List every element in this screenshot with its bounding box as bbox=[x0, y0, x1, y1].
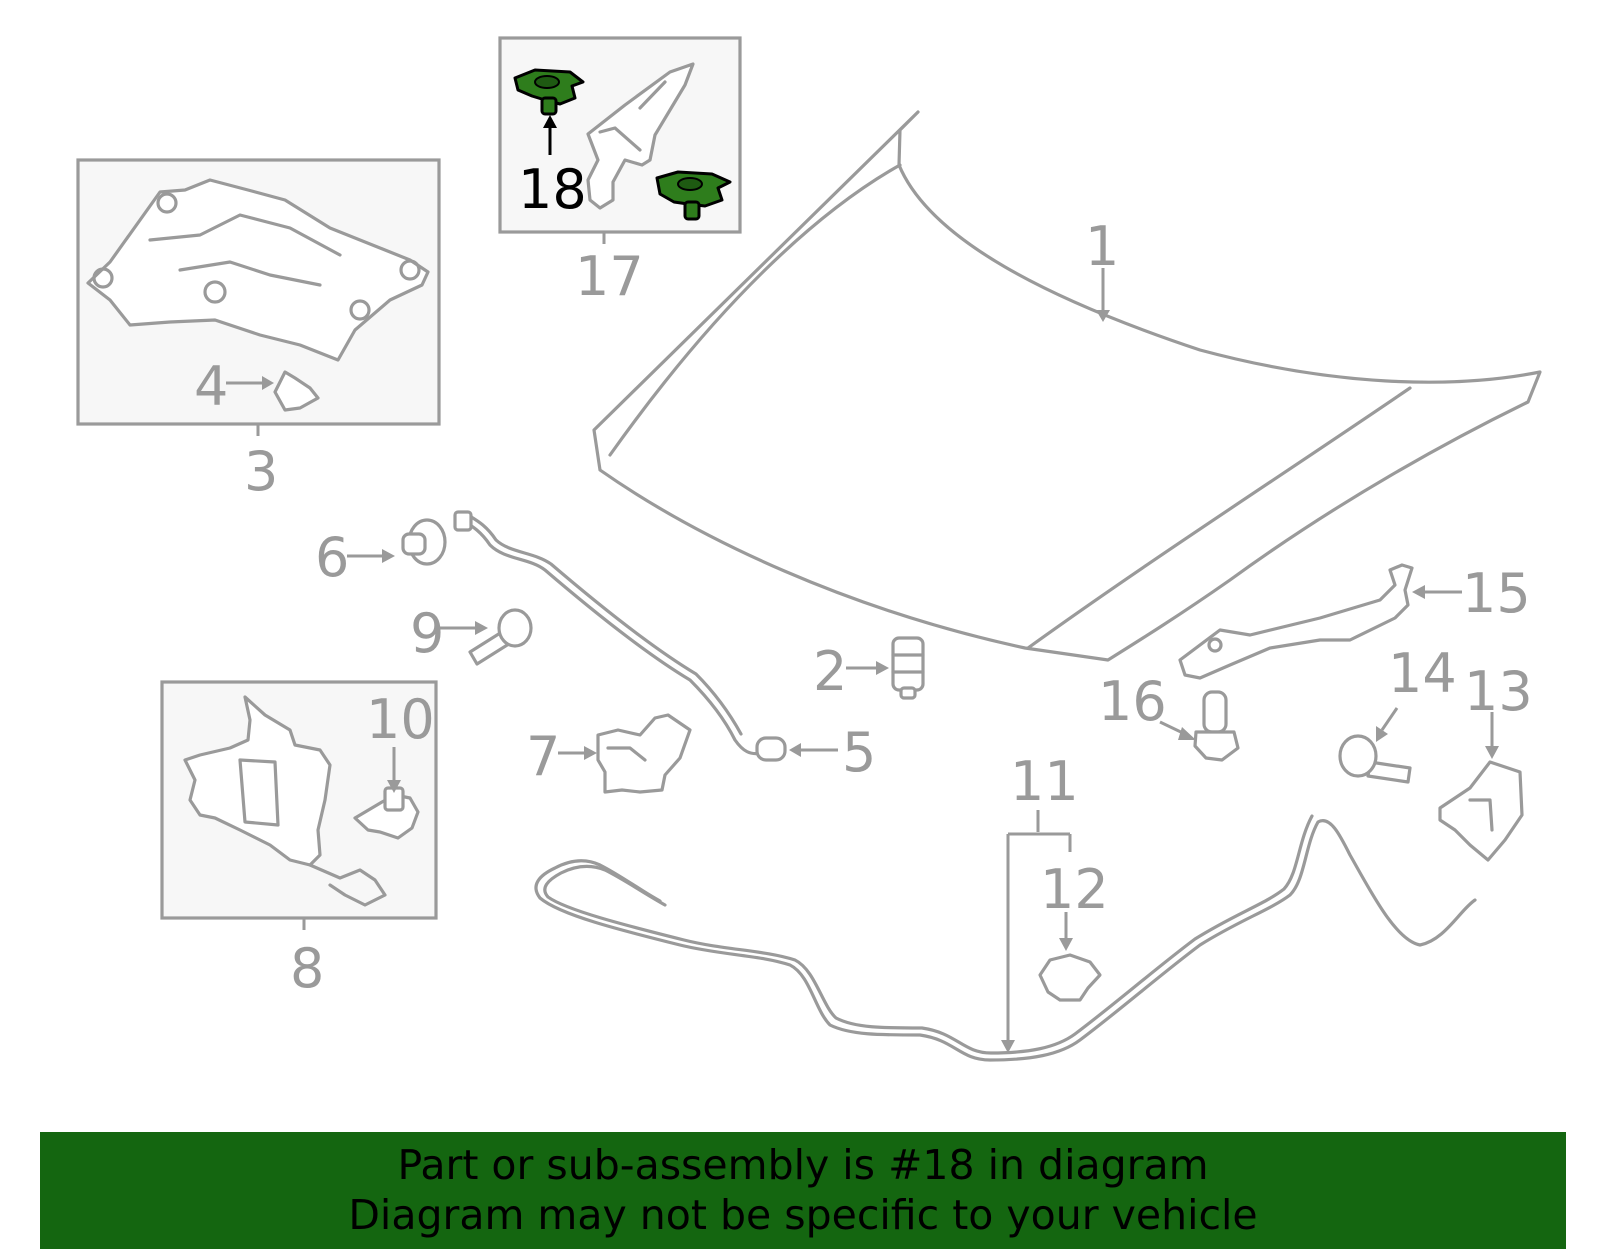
part-6-bumper bbox=[401, 518, 447, 566]
part-11-release-cable bbox=[534, 814, 1477, 1062]
part-18-clip-lower bbox=[655, 170, 732, 221]
callout-11: 11 bbox=[1010, 750, 1079, 813]
part-5-support-rod bbox=[453, 510, 787, 762]
callout-13: 13 bbox=[1464, 660, 1533, 723]
leader-14 bbox=[1380, 707, 1399, 731]
callout-15: 15 bbox=[1462, 562, 1531, 625]
callout-17: 17 bbox=[575, 245, 644, 308]
arrow-5 bbox=[789, 743, 801, 757]
arrow-4 bbox=[262, 376, 274, 390]
arrow-9 bbox=[475, 621, 488, 635]
callout-10: 10 bbox=[366, 688, 435, 751]
part-14-bolt bbox=[1338, 734, 1412, 784]
part-2-bumper-stop bbox=[891, 636, 925, 700]
callout-9: 9 bbox=[410, 602, 444, 665]
arrow-16 bbox=[1178, 727, 1196, 740]
callout-5: 5 bbox=[842, 721, 876, 784]
part-16-bolt bbox=[1193, 690, 1240, 762]
part-13-latch bbox=[1438, 760, 1524, 862]
callout-1: 1 bbox=[1085, 215, 1119, 278]
arrow-12 bbox=[1059, 938, 1073, 951]
arrow-11 bbox=[1001, 1040, 1015, 1053]
arrow-10 bbox=[387, 780, 401, 793]
part-7-holder bbox=[596, 713, 692, 794]
part-18-clip-upper bbox=[513, 68, 585, 116]
callout-12: 12 bbox=[1040, 858, 1109, 921]
arrow-2 bbox=[876, 661, 889, 675]
part-12-clip bbox=[1038, 953, 1102, 1002]
arrow-7 bbox=[584, 746, 597, 760]
arrow-18 bbox=[543, 115, 557, 128]
callout-2: 2 bbox=[813, 640, 847, 703]
part-9-bolt bbox=[468, 608, 533, 666]
part-15-hinge bbox=[1178, 563, 1414, 680]
callout-6: 6 bbox=[315, 526, 349, 589]
callout-4: 4 bbox=[194, 355, 228, 418]
callout-7: 7 bbox=[526, 725, 560, 788]
arrow-1 bbox=[1096, 310, 1110, 322]
banner-line-2: Diagram may not be specific to your vehi… bbox=[348, 1191, 1258, 1239]
callout-16: 16 bbox=[1098, 670, 1167, 733]
callout-3: 3 bbox=[244, 440, 278, 503]
arrow-14 bbox=[1376, 726, 1388, 742]
callout-8: 8 bbox=[290, 937, 324, 1000]
banner-line-1: Part or sub-assembly is #18 in diagram bbox=[397, 1141, 1209, 1189]
part-info-banner: Part or sub-assembly is #18 in diagram D… bbox=[40, 1132, 1566, 1249]
callout-18: 18 bbox=[518, 158, 587, 221]
arrow-6 bbox=[382, 549, 395, 563]
callout-14: 14 bbox=[1388, 642, 1457, 705]
inset-8 bbox=[160, 680, 438, 920]
arrow-13 bbox=[1485, 746, 1499, 759]
arrow-15 bbox=[1412, 585, 1425, 599]
